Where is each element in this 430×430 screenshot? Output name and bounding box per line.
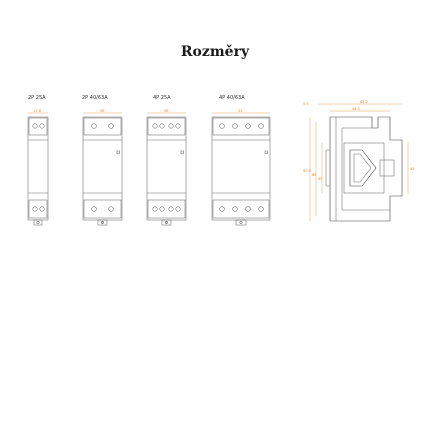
model-label-4p-25a: 4P 25A bbox=[153, 95, 171, 101]
model-label-2p-25a: 2P 25A bbox=[28, 95, 46, 101]
model-label-2p-40-63a: 2P 40/63A bbox=[82, 95, 108, 101]
side-dim-85: 85 bbox=[312, 173, 317, 177]
side-dim-45-right: 45 bbox=[410, 167, 415, 171]
side-dim-44-5: 44.5 bbox=[352, 107, 360, 111]
side-dim-62-2: 62.2 bbox=[360, 100, 368, 104]
module-2p-40-63a: 36 bbox=[82, 109, 123, 226]
width-dim-2p-40-63a: 36 bbox=[100, 109, 105, 113]
width-dim-2p-25a: 17.6 bbox=[33, 109, 42, 113]
width-dim-4p-40-63a: 53 bbox=[238, 109, 243, 113]
model-label-4p-40-63a: 4P 40/63A bbox=[219, 95, 245, 101]
page-title: Rozměry bbox=[180, 44, 250, 60]
side-dim-45-left: 45 bbox=[318, 177, 323, 181]
side-dim-5-5: 5.5 bbox=[303, 102, 309, 106]
side-profile-view: 5.5 62.2 44.5 90.5 85 45 45 bbox=[303, 100, 415, 222]
width-dim-4p-25a: 36 bbox=[164, 109, 169, 113]
module-4p-25a: 36 bbox=[146, 109, 187, 226]
module-2p-25a: 17.6 bbox=[27, 109, 49, 226]
side-dim-90-5: 90.5 bbox=[303, 169, 311, 173]
module-4p-40-63a: 53 bbox=[211, 109, 271, 226]
